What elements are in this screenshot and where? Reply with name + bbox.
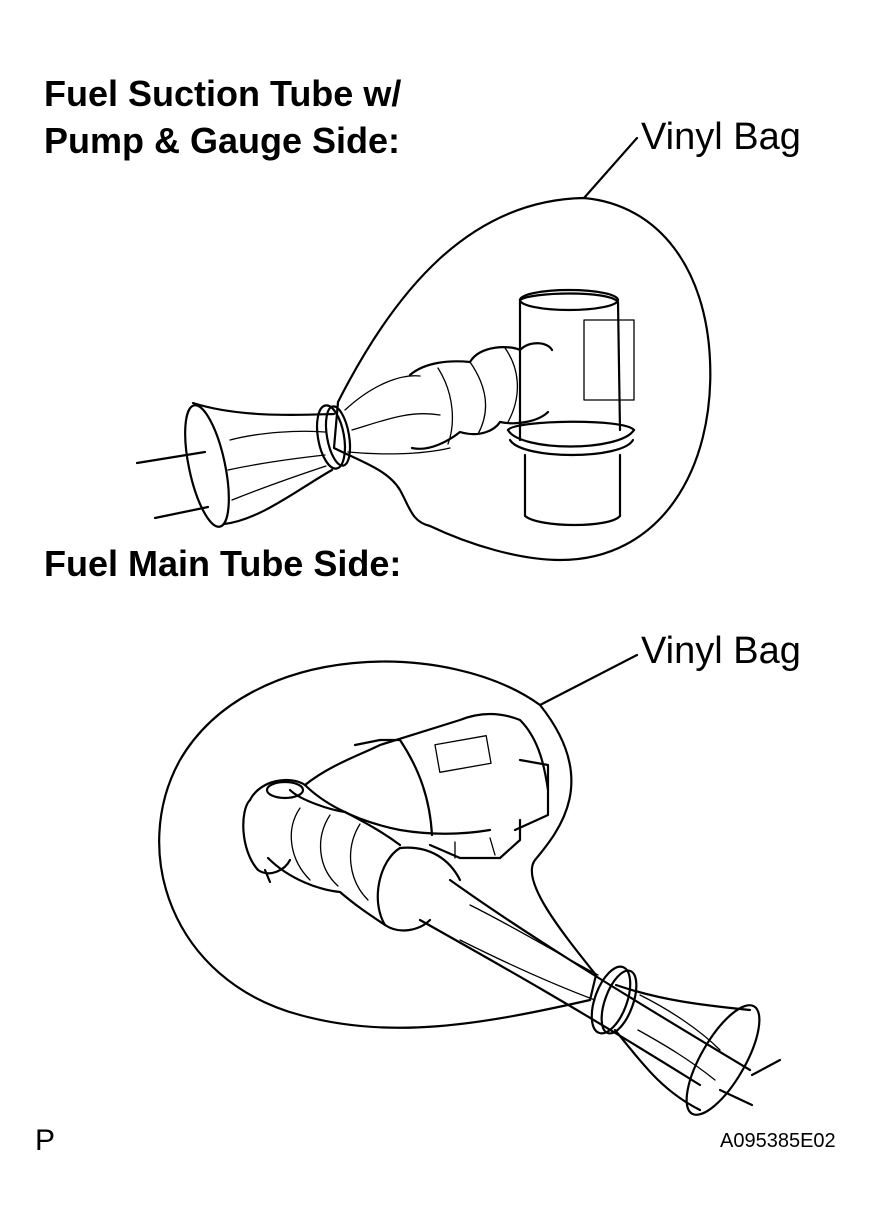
tube-top bbox=[135, 450, 207, 465]
connector-body-bottom bbox=[303, 712, 550, 792]
vinyl-bag-outline-bottom bbox=[158, 660, 598, 1029]
top-section-title: Fuel Suction Tube w/ Pump & Gauge Side: bbox=[44, 70, 401, 164]
top-title-line-2: Pump & Gauge Side: bbox=[44, 120, 401, 161]
clamp-band-top bbox=[315, 404, 347, 470]
figure-code: A095385E02 bbox=[720, 1130, 836, 1152]
vinyl-bag-label-bottom: Vinyl Bag bbox=[641, 630, 801, 672]
vinyl-bag-outline-top bbox=[332, 196, 712, 562]
top-title-line-1: Fuel Suction Tube w/ bbox=[44, 73, 402, 114]
leader-line-bottom bbox=[538, 653, 639, 707]
bottom-section-title: Fuel Main Tube Side: bbox=[44, 543, 402, 584]
clamp-band-bottom bbox=[590, 965, 632, 1035]
leader-line-top bbox=[582, 136, 639, 200]
corner-mark: P bbox=[35, 1124, 56, 1157]
vinyl-bag-label-top: Vinyl Bag bbox=[641, 116, 801, 158]
tube-bottom bbox=[448, 878, 752, 1072]
